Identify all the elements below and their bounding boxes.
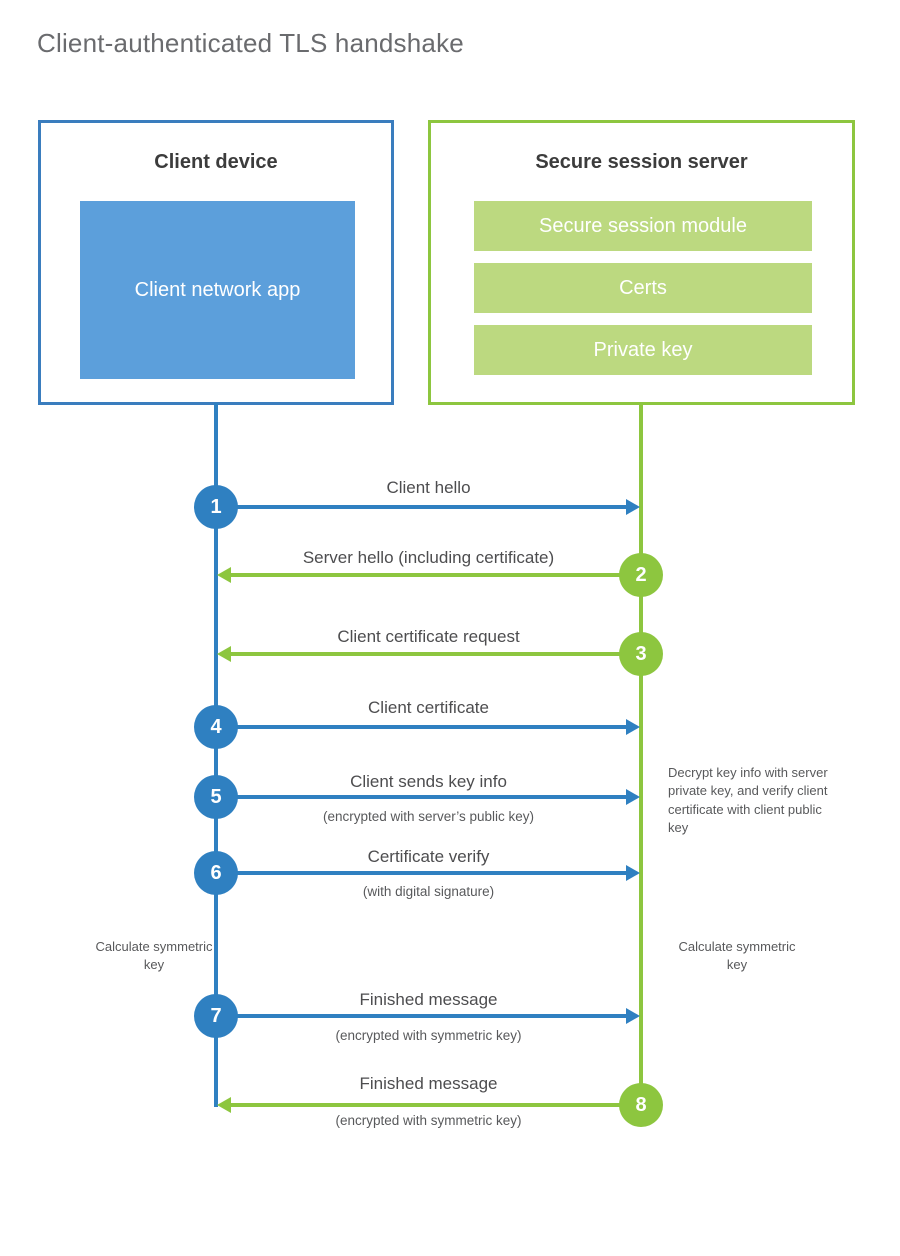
- step-4-circle: 4: [194, 705, 238, 749]
- step-8-circle: 8: [619, 1083, 663, 1127]
- step-6-sublabel: (with digital signature): [362, 884, 495, 899]
- server-decrypt-note: Decrypt key info with server private key…: [668, 765, 828, 836]
- arrow-head-icon: [626, 1008, 640, 1024]
- step-5-sublabel: (encrypted with server’s public key): [322, 809, 535, 824]
- step-3-arrow: [217, 646, 639, 662]
- client-network-app-block: Client network app: [80, 201, 355, 379]
- step-7-arrow: [216, 1008, 640, 1024]
- step-2-label: Server hello (including certificate): [302, 548, 555, 567]
- step-7-label: Finished message: [359, 990, 498, 1009]
- client-calculate-symmetric-key-note: Calculate symmetric key: [95, 939, 213, 973]
- secure-session-server-box: Secure session server Secure session mod…: [428, 120, 855, 405]
- step-4-arrow: [216, 719, 640, 735]
- step-8-sublabel: (encrypted with symmetric key): [335, 1113, 522, 1128]
- step-6-label: Certificate verify: [367, 847, 490, 866]
- page-title: Client-authenticated TLS handshake: [37, 28, 464, 58]
- step-7-sublabel: (encrypted with symmetric key): [335, 1028, 522, 1043]
- step-6-circle: 6: [194, 851, 238, 895]
- arrow-head-icon: [217, 646, 231, 662]
- arrow-head-icon: [217, 1097, 231, 1113]
- arrow-head-icon: [626, 865, 640, 881]
- step-8-arrow: [217, 1097, 639, 1113]
- server-component-private-key: Private key: [474, 325, 812, 375]
- step-2-circle: 2: [619, 553, 663, 597]
- step-1-arrow: [216, 499, 640, 515]
- arrow-head-icon: [626, 499, 640, 515]
- client-device-title: Client device: [154, 151, 278, 173]
- step-3-label: Client certificate request: [337, 627, 520, 646]
- client-device-box: Client device Client network app: [38, 120, 394, 405]
- arrow-head-icon: [626, 789, 640, 805]
- secure-session-server-title: Secure session server: [535, 151, 748, 173]
- step-6-arrow: [216, 865, 640, 881]
- step-2-arrow: [217, 567, 639, 583]
- step-4-label: Client certificate: [368, 698, 489, 717]
- server-component-certs: Certs: [474, 263, 812, 313]
- server-component-list: Secure session module Certs Private key: [474, 201, 812, 387]
- server-lifeline: [639, 403, 643, 1107]
- server-component-secure-session-module: Secure session module: [474, 201, 812, 251]
- arrow-head-icon: [217, 567, 231, 583]
- step-7-circle: 7: [194, 994, 238, 1038]
- step-5-circle: 5: [194, 775, 238, 819]
- server-calculate-symmetric-key-note: Calculate symmetric key: [678, 939, 796, 973]
- step-5-label: Client sends key info: [350, 772, 507, 791]
- step-5-arrow: [216, 789, 640, 805]
- step-1-label: Client hello: [386, 478, 471, 497]
- step-1-circle: 1: [194, 485, 238, 529]
- client-lifeline: [214, 403, 218, 1107]
- step-3-circle: 3: [619, 632, 663, 676]
- step-8-label: Finished message: [359, 1074, 498, 1093]
- arrow-head-icon: [626, 719, 640, 735]
